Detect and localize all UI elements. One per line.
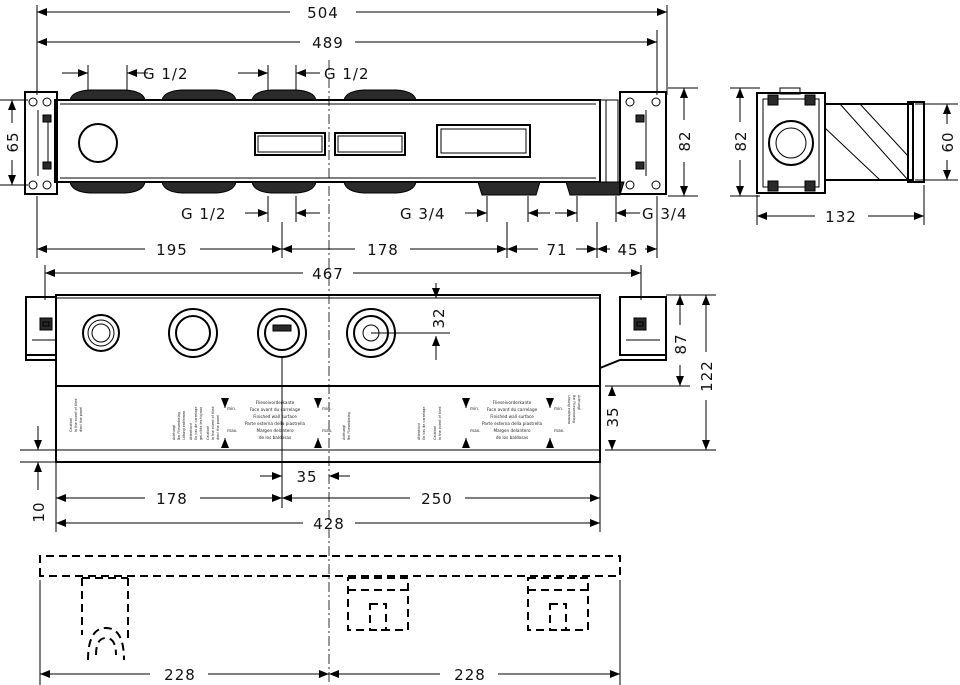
plate-c-line3: dinci the panel bbox=[216, 415, 220, 440]
plate-left-line3: dinci the panel bbox=[79, 407, 83, 432]
plate-ft-4: Parte esterna della piastrella bbox=[245, 421, 306, 426]
label-g12-top-b: G 1/2 bbox=[324, 65, 370, 83]
plate-ft-r3: Finished wall surface bbox=[490, 414, 534, 419]
label-g34-a: G 3/4 bbox=[400, 205, 446, 223]
plate-c-line2: In the event of tiled bbox=[211, 407, 215, 440]
plate-ft-6: de los baldosas bbox=[259, 435, 291, 440]
plate-f-line2: In the event of tiled bbox=[438, 407, 442, 440]
plate-f-line1: Caution! bbox=[433, 426, 437, 440]
plate-max-1: max. bbox=[227, 428, 237, 433]
dim-195: 195 bbox=[156, 241, 188, 259]
plate-text-left: Flieseivorderkante Face avant du carrela… bbox=[221, 398, 332, 448]
dim-10: 10 bbox=[30, 501, 48, 522]
plate-ft-r2: Face avant du carrelage bbox=[487, 407, 538, 412]
plate-a-line1: Achtung! bbox=[172, 425, 176, 440]
plate-left-line1: Caution! bbox=[69, 418, 73, 432]
plate-d-line1: Achtung! bbox=[342, 425, 346, 440]
dim-60: 60 bbox=[939, 131, 957, 152]
plate-ft-r1: Flieseivorderkante bbox=[493, 400, 532, 405]
right-bracket bbox=[619, 91, 667, 195]
dim-35-side: 35 bbox=[604, 406, 622, 427]
plate-ft-3: Finished wall surface bbox=[253, 414, 297, 419]
plate-min-1: min. bbox=[227, 406, 236, 411]
dim-132: 132 bbox=[825, 208, 857, 226]
plate-max-2: max. bbox=[322, 428, 332, 433]
plate-ft-5: Margen delantero bbox=[256, 428, 294, 433]
plate-d-line2: Bei Fliesenbelag bbox=[347, 412, 351, 440]
front-view: 467 32 bbox=[20, 265, 716, 533]
plate-b-line1: Attention! bbox=[189, 423, 193, 440]
dim-489: 489 bbox=[312, 34, 344, 52]
plate-b-line2: En cas de carrelage bbox=[194, 407, 198, 440]
top-view: 504 489 G 1/2 G 1/2 bbox=[0, 4, 698, 685]
plate-b-line3: gel-cités les tuyaux bbox=[199, 407, 203, 440]
dim-467: 467 bbox=[312, 265, 344, 283]
plate-min-2: min. bbox=[322, 406, 331, 411]
plate-a-line3: Lötung entfernen bbox=[182, 411, 186, 440]
dim-122: 122 bbox=[698, 360, 716, 392]
dim-428: 428 bbox=[313, 515, 345, 533]
dim-45: 45 bbox=[617, 241, 638, 259]
dim-178-mid: 178 bbox=[156, 490, 188, 508]
plate-ft-2: Face avant du carrelage bbox=[250, 407, 301, 412]
dim-228-a: 228 bbox=[164, 666, 196, 684]
plate-g-line3: Lötung entfernen bbox=[567, 395, 571, 424]
dim-32: 32 bbox=[430, 307, 448, 328]
plate-ft-1: Flieseivorderkante bbox=[256, 400, 295, 405]
side-view: 82 60 132 bbox=[730, 87, 958, 226]
label-g12-bottom: G 1/2 bbox=[181, 205, 227, 223]
plate-e-line1: Attention! bbox=[417, 423, 421, 440]
dim-35: 35 bbox=[296, 468, 317, 486]
label-g12-top-a: G 1/2 bbox=[143, 65, 189, 83]
label-g34-b: G 3/4 bbox=[642, 205, 688, 223]
dim-71: 71 bbox=[546, 241, 567, 259]
plate-g-line2: Bei Fliesenbelag bbox=[572, 395, 576, 423]
plate-ft-r4: Parte esterna della piastrella bbox=[482, 421, 543, 426]
plate-ft-r6: de los baldosas bbox=[496, 435, 528, 440]
plate-ft-r5: Margen delantero bbox=[493, 428, 531, 433]
plate-min-4: min. bbox=[554, 406, 563, 411]
dim-87: 87 bbox=[672, 333, 690, 354]
plate-max-4: max. bbox=[554, 428, 564, 433]
dim-82-side: 82 bbox=[732, 130, 750, 151]
plate-g-line1: Achtung! bbox=[577, 395, 581, 410]
dim-82: 82 bbox=[676, 130, 694, 151]
plate-e-line2: En cas de carrelage bbox=[422, 407, 426, 440]
plate-min-3: min. bbox=[470, 406, 479, 411]
bottom-view: 228 228 bbox=[39, 555, 621, 685]
left-bracket bbox=[24, 91, 58, 195]
dim-178-top: 178 bbox=[367, 241, 399, 259]
plate-left-line2: In the event of tiled bbox=[74, 399, 78, 432]
plate-c-line1: Caution! bbox=[206, 426, 210, 440]
plate-text-right: Flieseivorderkante Face avant du carrela… bbox=[462, 398, 564, 448]
dim-65: 65 bbox=[4, 131, 22, 152]
dim-228-b: 228 bbox=[454, 666, 486, 684]
plate-a-line2: Bei Fliesenbelag bbox=[177, 412, 181, 440]
dim-504: 504 bbox=[307, 4, 339, 22]
plate-max-3: max. bbox=[470, 428, 480, 433]
dim-250: 250 bbox=[421, 490, 453, 508]
